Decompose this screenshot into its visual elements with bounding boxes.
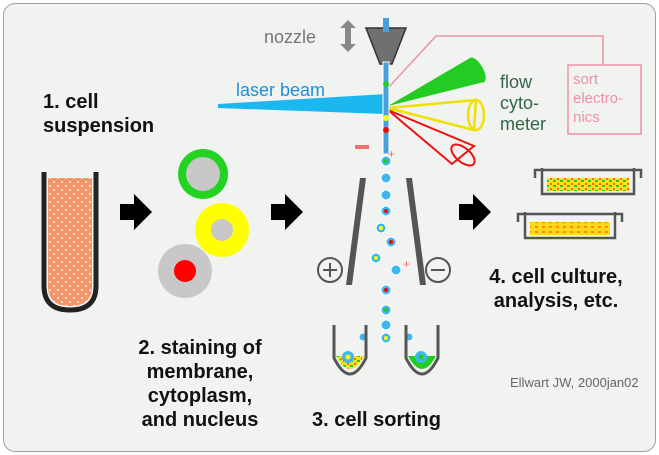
positive-electrode-icon	[317, 257, 343, 283]
step2-line: 2. staining of	[138, 337, 262, 359]
laser-beam	[218, 94, 386, 114]
collection-tube-left	[332, 325, 368, 376]
flow-cytometer-line: flow	[500, 72, 533, 92]
sort-electronics-line: electro-	[573, 90, 624, 107]
nucleus-stained-cell	[158, 244, 212, 298]
droplet	[380, 284, 392, 296]
step3-label: 3. cell sorting	[312, 409, 441, 431]
culture-dish-top	[533, 168, 643, 196]
cell-suspension-tube	[41, 172, 99, 313]
droplet	[380, 304, 392, 316]
positive-deflection-plate	[346, 178, 366, 285]
culture-dish-bottom	[516, 212, 624, 240]
droplet	[380, 172, 392, 184]
up-down-arrow-icon	[340, 20, 356, 52]
sort-electronics-box	[387, 35, 642, 135]
right-arrow-icon	[120, 194, 152, 230]
plus-charge-marker: +	[403, 257, 411, 271]
step2-line: membrane,	[146, 361, 254, 383]
negative-electrode-icon	[425, 257, 451, 283]
collection-tube-right	[404, 325, 440, 376]
flow-cytometer-label: flow cyto- meter	[500, 72, 546, 135]
step4-line: analysis, etc.	[493, 290, 619, 312]
flow-cytometer-line: meter	[500, 114, 547, 134]
red-fluorescence-cone	[387, 109, 476, 167]
step1-line: suspension	[43, 115, 155, 137]
fluid-stream	[382, 61, 390, 155]
droplet	[380, 319, 392, 331]
droplet	[370, 252, 382, 264]
sort-electronics-label: sort electro- nics	[573, 70, 623, 127]
droplet	[380, 205, 392, 217]
plus-charge-marker: +	[388, 147, 396, 161]
right-arrow-icon	[459, 194, 491, 230]
droplet	[375, 222, 387, 234]
laser-beam-label: laser beam	[236, 80, 326, 100]
flow-cytometer-line: cyto-	[500, 93, 540, 113]
nozzle-label: nozzle	[264, 27, 317, 47]
step1-label: 1. cell suspension	[43, 90, 154, 138]
yellow-fluorescence-cone	[387, 98, 486, 132]
credit-label: Ellwart JW, 2000jan02	[510, 375, 639, 390]
membrane-stained-cell	[178, 149, 228, 199]
droplet	[390, 264, 402, 276]
droplet	[380, 155, 392, 167]
step4-line: 4. cell culture,	[489, 266, 623, 288]
step2-label: 2. staining of membrane, cytoplasm, and …	[120, 336, 280, 432]
step2-line: and nucleus	[141, 409, 259, 431]
sort-electronics-line: sort	[573, 71, 599, 88]
negative-deflection-plate	[406, 178, 426, 285]
green-fluorescence-cone	[388, 57, 486, 106]
droplet	[380, 189, 392, 201]
cytoplasm-stained-cell	[195, 203, 249, 257]
droplet	[385, 236, 397, 248]
step4-label: 4. cell culture, analysis, etc.	[476, 265, 636, 313]
step2-line: cytoplasm,	[147, 385, 253, 407]
nozzle	[364, 18, 408, 65]
minus-charge-marker	[355, 145, 369, 149]
right-arrow-icon	[271, 194, 303, 230]
step1-line: 1. cell	[43, 91, 99, 113]
droplet	[380, 332, 392, 344]
sort-electronics-line: nics	[573, 109, 600, 126]
